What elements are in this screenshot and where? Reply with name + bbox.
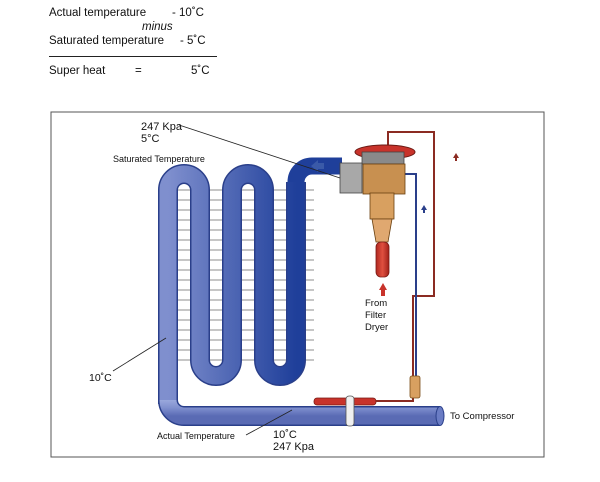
- calculation-divider: [49, 56, 217, 57]
- flow-arrow-up-capillary: [453, 153, 459, 161]
- flow-arrow-left: [311, 160, 324, 172]
- valve-outlet-fitting: [339, 162, 363, 194]
- saturated-temperature-label: Saturated Temperature: [113, 154, 205, 164]
- actual-temperature-label: Actual Temperature: [157, 431, 235, 441]
- saturated-temperature-label: Saturated temperature: [49, 35, 165, 47]
- actual-temperature-label: Actual temperature: [49, 7, 147, 19]
- equalizer-fitting: [409, 375, 421, 399]
- superheat-value: 5˚C: [191, 65, 210, 77]
- to-compressor-label: To Compressor: [450, 411, 514, 422]
- saturated-temperature-value: - 5˚C: [180, 35, 206, 47]
- suction-line: [159, 399, 440, 425]
- evaporator-coil-fill: [159, 165, 305, 404]
- valve-head: [361, 151, 405, 165]
- valve-inlet-flare: [371, 218, 393, 243]
- saturated-leader-line: [178, 124, 341, 179]
- bottom-temp-label: 10˚C: [273, 429, 297, 441]
- flow-arrow-up-equalizer: [421, 205, 427, 213]
- actual-temp-leader-line: [245, 409, 293, 436]
- valve-inlet-nut: [369, 192, 395, 220]
- suction-line-end: [435, 406, 445, 426]
- expansion-valve: [339, 144, 416, 243]
- capillary-tube: [376, 131, 435, 402]
- actual-temperature-value: - 10˚C: [172, 7, 204, 19]
- from-label: From: [365, 298, 387, 309]
- external-equalizer-line: [405, 173, 417, 380]
- dryer-label: Dryer: [365, 322, 388, 333]
- left-temp-label: 10˚C: [89, 372, 112, 384]
- sensing-bulb: [313, 397, 377, 406]
- equals-sign: =: [135, 65, 142, 77]
- superheat-label: Super heat: [49, 65, 106, 77]
- top-temp-label: 5°C: [141, 133, 160, 145]
- liquid-line: [375, 241, 390, 278]
- bulb-clamp: [345, 395, 355, 427]
- flow-arrow-up-liquid: [379, 283, 387, 296]
- minus-label: minus: [142, 21, 173, 33]
- bottom-pressure-label: 247 Kpa: [273, 441, 315, 453]
- left-temp-leader-line: [112, 337, 167, 372]
- valve-body: [362, 163, 406, 195]
- top-pressure-label: 247 Kpa: [141, 121, 183, 133]
- diagram-frame: [50, 111, 545, 458]
- filter-label: Filter: [365, 310, 386, 321]
